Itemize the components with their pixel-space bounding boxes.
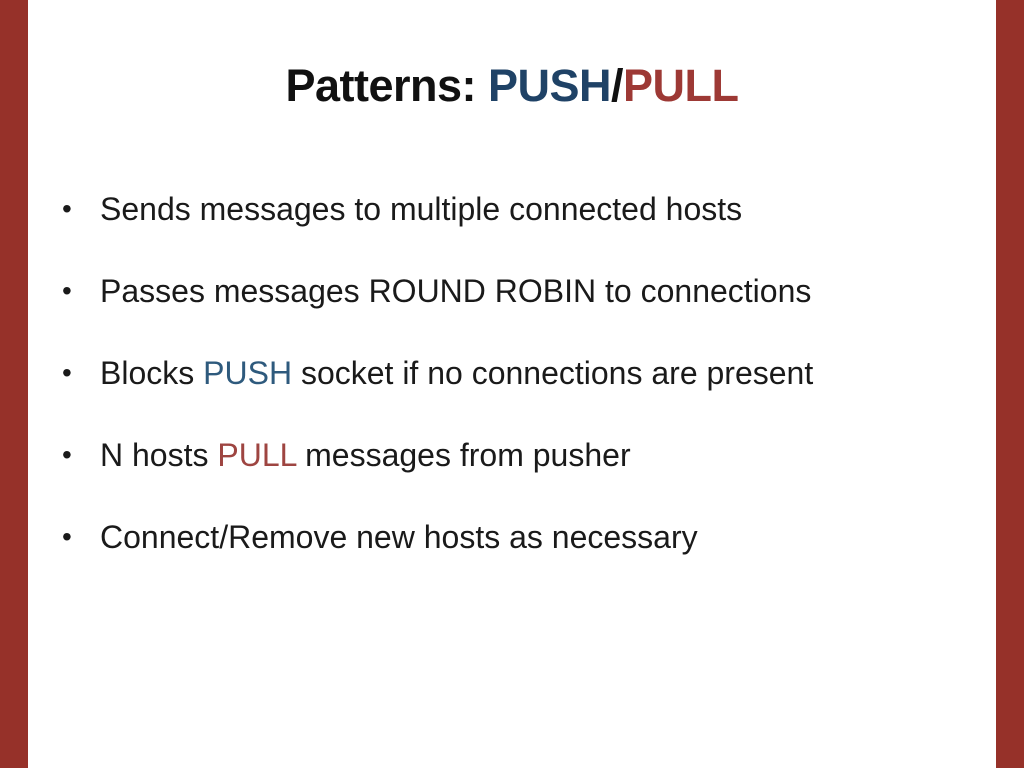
list-item: • N hosts PULL messages from pusher [62, 432, 984, 478]
text-segment: Connect/Remove new hosts as necessary [100, 519, 698, 555]
list-item: • Blocks PUSH socket if no connections ar… [62, 350, 984, 396]
text-segment: / [611, 60, 624, 112]
bullet-marker: • [62, 357, 72, 388]
text-segment: messages from pusher [296, 437, 631, 473]
pull-keyword: PULL [623, 60, 739, 112]
bullet-text: Passes messages ROUND ROBIN to connectio… [100, 268, 811, 314]
text-segment: Blocks [100, 355, 204, 391]
bullet-text: Blocks PUSH socket if no connections are… [100, 350, 813, 396]
bullet-text: Connect/Remove new hosts as necessary [100, 514, 698, 560]
pull-keyword: PULL [217, 437, 297, 473]
list-item: • Sends messages to multiple connected ho… [62, 186, 984, 232]
text-segment: socket if no connections are present [292, 355, 814, 391]
bullet-list: • Sends messages to multiple connected ho… [62, 186, 984, 596]
text-segment: Patterns: [285, 60, 488, 112]
list-item: • Connect/Remove new hosts as necessary [62, 514, 984, 560]
list-item: • Passes messages ROUND ROBIN to connecti… [62, 268, 984, 314]
bullet-text: Sends messages to multiple connected hos… [100, 186, 742, 232]
bullet-text: N hosts PULL messages from pusher [100, 432, 631, 478]
right-accent-bar [996, 0, 1024, 768]
left-accent-bar [0, 0, 28, 768]
bullet-marker: • [62, 275, 72, 306]
bullet-marker: • [62, 439, 72, 470]
text-segment: Passes messages ROUND ROBIN to connectio… [100, 273, 812, 309]
text-segment: Sends messages to multiple connected hos… [100, 191, 743, 227]
push-keyword: PUSH [488, 60, 612, 112]
text-segment: N hosts [100, 437, 218, 473]
slide-title: Patterns: PUSH/PULL [28, 60, 996, 112]
push-keyword: PUSH [203, 355, 293, 391]
bullet-marker: • [62, 521, 72, 552]
bullet-marker: • [62, 193, 72, 224]
